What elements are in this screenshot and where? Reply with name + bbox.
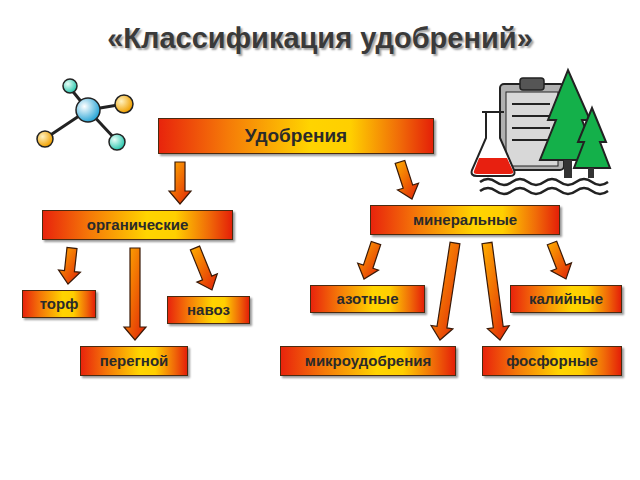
category-box: Удобрения bbox=[158, 118, 434, 154]
block-arrow bbox=[358, 241, 381, 279]
category-box: калийные bbox=[510, 285, 622, 313]
category-box: азотные bbox=[310, 285, 425, 313]
box-label: перегной bbox=[94, 353, 175, 370]
category-box: навоз bbox=[167, 296, 250, 324]
box-label: калийные bbox=[523, 291, 609, 308]
block-arrow bbox=[395, 161, 418, 200]
box-label: органические bbox=[81, 217, 194, 234]
block-arrow bbox=[547, 241, 571, 279]
category-box: органические bbox=[42, 210, 233, 240]
category-box: микроудобрения bbox=[280, 346, 456, 376]
category-box: перегной bbox=[80, 346, 188, 376]
box-label: минеральные bbox=[407, 212, 523, 229]
block-arrow bbox=[169, 162, 191, 204]
box-label: микроудобрения bbox=[299, 353, 437, 370]
box-label: навоз bbox=[181, 302, 236, 319]
category-box: торф bbox=[22, 290, 96, 318]
lab-nature-icon bbox=[472, 70, 610, 194]
block-arrow bbox=[190, 246, 217, 290]
box-label: Удобрения bbox=[239, 126, 353, 147]
box-label: фосфорные bbox=[500, 353, 604, 370]
box-label: торф bbox=[34, 296, 85, 313]
molecule-icon bbox=[37, 79, 133, 150]
block-arrow bbox=[59, 247, 81, 284]
block-arrow bbox=[124, 248, 146, 340]
box-label: азотные bbox=[331, 291, 405, 308]
block-arrow bbox=[482, 242, 509, 340]
category-box: минеральные bbox=[370, 205, 560, 235]
diagram-title: «Классификация удобрений» bbox=[0, 22, 640, 55]
category-box: фосфорные bbox=[482, 346, 622, 376]
block-arrow bbox=[431, 242, 460, 340]
